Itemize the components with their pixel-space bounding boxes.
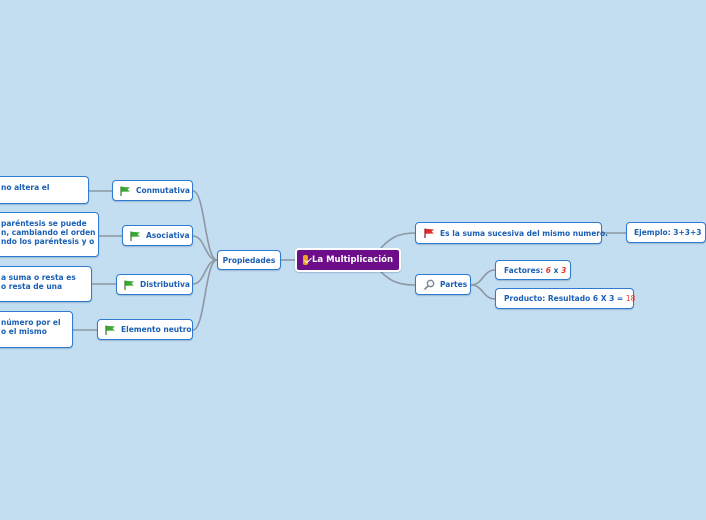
description-line: o resta de una — [1, 282, 63, 291]
connector — [192, 190, 218, 261]
factores-prefix: Factores: — [504, 265, 546, 275]
center-label: La Multiplicación — [311, 254, 393, 265]
green-flag-icon — [130, 231, 140, 241]
conmutativa-description[interactable]: no altera el — [0, 176, 89, 204]
elemento-neutro-node[interactable]: Elemento neutro — [97, 319, 193, 340]
producto-node[interactable]: Producto: Resultado 6 X 3 = 18 — [495, 288, 635, 309]
partes-node[interactable]: Partes — [415, 274, 471, 295]
magnifier-icon — [424, 279, 435, 290]
asociativa-label: Asociativa — [146, 231, 190, 240]
suma-sucesiva-node[interactable]: Es la suma sucesiva del mismo numero. — [415, 222, 608, 244]
partes-label: Partes — [440, 280, 468, 289]
factores-text: Factores: 6 x 3 — [504, 266, 566, 275]
description-line: no altera el — [1, 183, 50, 192]
green-flag-icon — [124, 280, 134, 290]
propiedades-label: Propiedades — [222, 255, 276, 265]
connector — [192, 259, 218, 331]
asociativa-description[interactable]: paréntesis se puede n, cambiando el orde… — [0, 212, 99, 257]
propiedades-node[interactable]: Propiedades — [217, 250, 281, 270]
green-flag-icon — [105, 325, 115, 335]
description-line: a suma o resta es — [1, 273, 76, 282]
suma-sucesiva-label: Es la suma sucesiva del mismo numero. — [440, 228, 609, 238]
connector — [470, 284, 496, 300]
connector — [192, 235, 218, 261]
description-line: ndo los paréntesis y o — [1, 237, 95, 246]
factor-a: 6 — [545, 265, 552, 275]
elemento-neutro-label: Elemento neutro — [121, 325, 192, 334]
factores-node[interactable]: Factores: 6 x 3 — [495, 260, 571, 280]
green-flag-icon — [120, 186, 130, 196]
producto-text: Producto: Resultado 6 X 3 = 18 — [504, 294, 635, 303]
ejemplo-node[interactable]: Ejemplo: 3+3+3 — [626, 222, 706, 243]
producto-prefix: Producto: Resultado 6 X 3 = — [504, 294, 626, 303]
asociativa-node[interactable]: Asociativa — [122, 225, 193, 246]
distributiva-description[interactable]: a suma o resta es o resta de una — [0, 266, 92, 302]
checkbox-checked-icon — [303, 255, 308, 265]
distributiva-label: Distributiva — [140, 280, 190, 289]
connector — [379, 270, 416, 286]
distributiva-node[interactable]: Distributiva — [116, 274, 193, 295]
conmutativa-label: Conmutativa — [136, 186, 190, 195]
description-line: número por el — [1, 318, 61, 327]
conmutativa-node[interactable]: Conmutativa — [112, 180, 193, 201]
center-node[interactable]: La Multiplicación — [295, 248, 401, 272]
red-flag-icon — [424, 228, 434, 238]
description-line: o el mismo — [1, 327, 47, 336]
ejemplo-label: Ejemplo: 3+3+3 — [634, 228, 702, 237]
factor-b: 3 — [561, 265, 567, 275]
connector — [379, 232, 416, 250]
producto-value: 18 — [625, 294, 636, 303]
elemento-neutro-description[interactable]: número por el o el mismo — [0, 311, 73, 348]
description-line: n, cambiando el orden — [1, 228, 96, 237]
description-line: paréntesis se puede — [1, 219, 87, 228]
factores-sep: x — [551, 265, 562, 275]
connector — [470, 269, 496, 286]
